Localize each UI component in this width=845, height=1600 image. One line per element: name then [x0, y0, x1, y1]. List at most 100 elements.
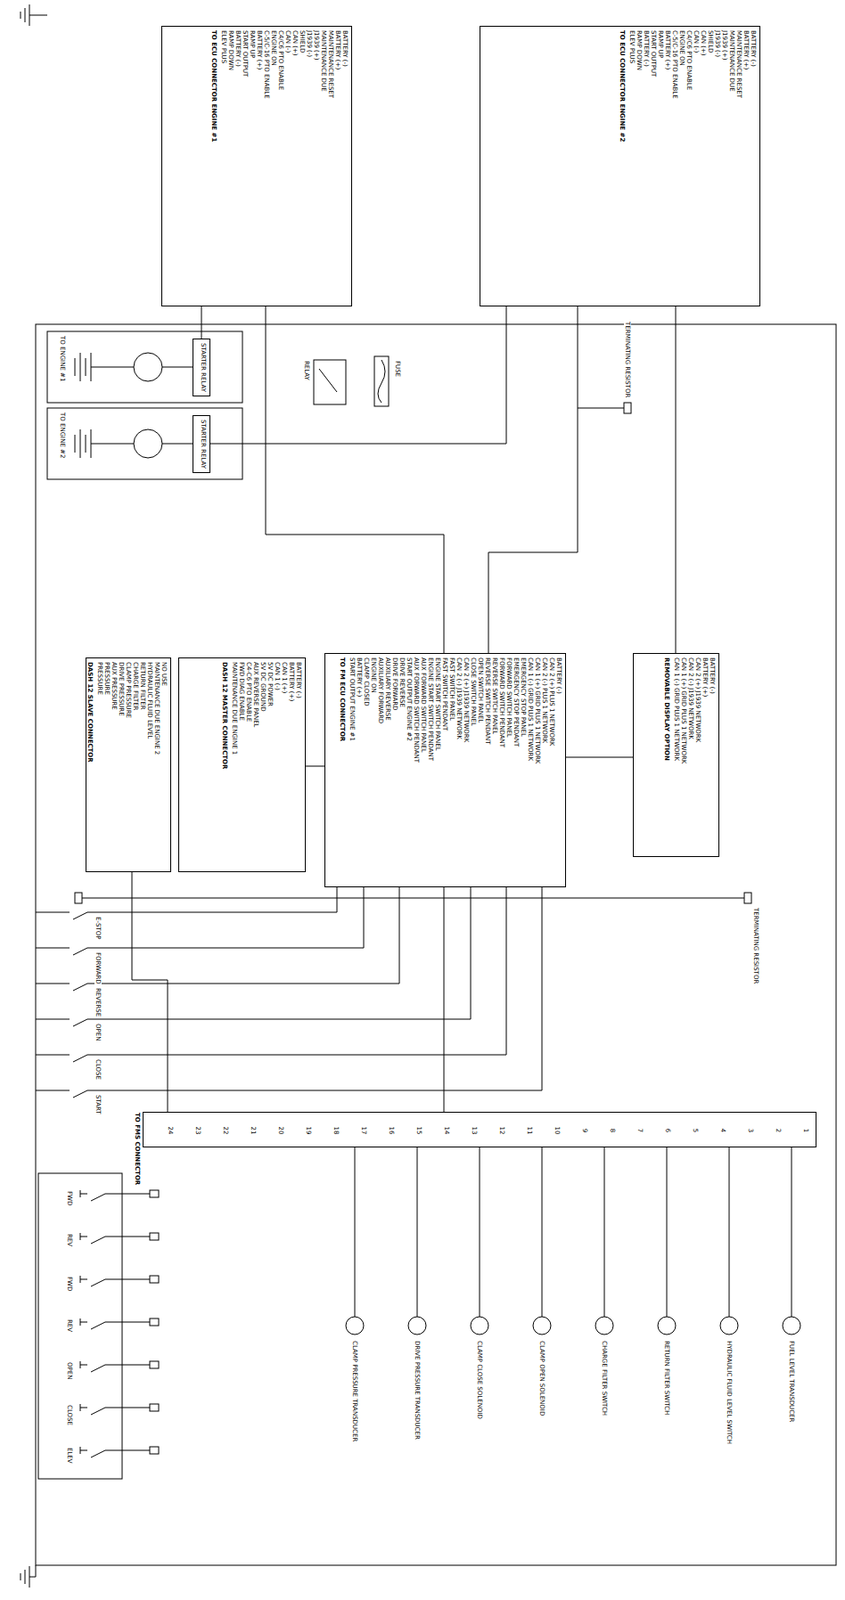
- pin-label: C-5/C-16 PTO ENABLE: [671, 30, 679, 99]
- pin-label: MAINTENANCE DUE ENGINE 1: [230, 662, 238, 755]
- engine-starter: [47, 331, 243, 403]
- pin-label: FWD DIAG ENABLE: [237, 662, 246, 722]
- connector-title: REMOVABLE DISPLAY OPTION: [663, 657, 671, 762]
- pin-label: MAINTENANCE DUE: [728, 30, 736, 92]
- wire-connector: [675, 306, 677, 654]
- pin-label: CAN 1 (-): [273, 662, 281, 691]
- relay-box: STARTER RELAY: [192, 338, 211, 397]
- switch-label: START: [94, 1094, 102, 1116]
- pin-label: EMERGENCY STOP PANEL: [519, 657, 527, 738]
- pin-label: BATTERY (+): [355, 657, 363, 698]
- switch-label: CLOSE: [94, 1058, 102, 1082]
- pin-label: 5V DC GROUND: [259, 662, 267, 713]
- pin-label: ENGINE ON: [678, 30, 686, 66]
- pin-number: 1: [802, 1115, 810, 1147]
- pin-label: CAN (-): [284, 30, 292, 53]
- pin-label: RETURN FILTER: [139, 662, 147, 711]
- wire-connector: [201, 306, 203, 339]
- pin-number: 21: [249, 1115, 257, 1147]
- pin-label: CAN 2 (-) J1939 NETWORK: [455, 657, 463, 740]
- pin-label: HYDRAULIC FLUID LEVEL: [146, 662, 154, 739]
- can-bus: [74, 402, 752, 904]
- switch-label: ELEV: [65, 1447, 74, 1466]
- pin-label: CAN 2 (+) J1939 NETWORK: [462, 657, 470, 743]
- pin-label: C4-C6 PTO ENABLE: [245, 662, 253, 722]
- pin-label: RAMP UP: [248, 30, 256, 58]
- wire-connector: [566, 757, 633, 759]
- pin-label: RAMP UP: [656, 30, 665, 58]
- pin-label: CHARGE FILTER: [131, 662, 140, 711]
- wire-connector: [488, 306, 578, 654]
- pin-label: J1939 (-): [305, 30, 313, 58]
- relay-box: STARTER RELAY: [192, 415, 211, 474]
- pin-label: AUX REVERSE PANEL: [252, 662, 260, 729]
- pin-label: REVERSE SWITCH PANEL: [491, 657, 499, 735]
- switch-label: OPEN: [65, 1361, 74, 1381]
- pin-label: CLAMP PRESSURE: [124, 662, 132, 719]
- switch-wires: [35, 887, 542, 1099]
- pin-label: CAN 2 (-) J1939 NETWORK: [687, 657, 695, 740]
- pin-label: FORWARD SWITCH PENDANT: [498, 657, 506, 748]
- pin-number: 19: [304, 1115, 312, 1147]
- pin-label: BATTERY (+): [334, 30, 342, 70]
- connector-box: BATTERY (-)BATTERY (+)MAINTENANCE RESETM…: [161, 25, 353, 307]
- pin-label: AUX FORWARD SWITCH PANEL: [419, 657, 427, 754]
- pin-label: BATTERY (-): [555, 657, 563, 695]
- sensor-label: CLAMP CLOSE SOLENOID: [475, 1340, 484, 1421]
- pin-label: SHIELD: [706, 30, 714, 53]
- part-label: FUSE: [393, 360, 402, 378]
- pin-number: 17: [360, 1115, 368, 1147]
- pin-label: BATTERY (-): [234, 30, 242, 67]
- pin-label: AUXILIARY FORWARD: [377, 657, 385, 724]
- pin-number: 5: [691, 1115, 699, 1147]
- sensor-wires: [345, 1148, 801, 1336]
- pin-label: START OUTPUT: [241, 30, 249, 77]
- pin-label: MAINTENANCE DUE: [319, 30, 328, 92]
- pin-number: 2: [774, 1115, 782, 1147]
- switch-label: E-STOP: [94, 916, 102, 941]
- pin-label: CAN 1 (-) GRID PLUS 1 NETWORK: [526, 657, 534, 762]
- part-label: TERMINATING RESISTOR: [752, 907, 760, 985]
- pin-label: BATTERY (+): [255, 30, 263, 70]
- pin-label: ENGINE START SWITCH PENDANT: [426, 657, 435, 762]
- pin-label: AUXILIARY REVERSE: [384, 657, 392, 722]
- sensor-label: CHARGE FILTER SWITCH: [600, 1340, 608, 1418]
- engine-label: TO ENGINE #2: [58, 411, 66, 460]
- harness-frame: [35, 324, 837, 1567]
- pin-label: CAN (+): [699, 30, 707, 56]
- ground-symbol: [20, 1566, 36, 1589]
- pin-number: 9: [581, 1115, 589, 1147]
- pin-number: 16: [387, 1115, 395, 1147]
- connector-box: BATTERY (-)CAN 2 (+) PLUS 1 NETWORKCAN 2…: [324, 653, 567, 888]
- pin-label: FAST SWITCH PENDANT: [441, 657, 449, 731]
- wire-connector: [131, 872, 168, 1113]
- pin-number: 11: [525, 1115, 534, 1147]
- pin-label: ELEV PLUS: [220, 30, 228, 64]
- pin-label: BATTERY (-): [295, 662, 303, 699]
- pin-label: J1939 (+): [721, 30, 729, 60]
- pin-number: 12: [498, 1115, 506, 1147]
- switch-label: OPEN: [94, 1023, 102, 1042]
- sensor-label: DRIVE PRESSURE TRANSDUCER: [413, 1340, 421, 1442]
- pin-label: MAINTENANCE RESET: [327, 30, 335, 99]
- wire-connector: [443, 887, 445, 1113]
- pin-label: BATTERY (-): [708, 657, 716, 695]
- pin-label: REVERSE SWITCH PENDANT: [484, 657, 492, 746]
- pin-label: DRIVE FORWARD: [391, 657, 399, 711]
- connector-strip: TO FMS CONNECTOR: [142, 1112, 817, 1149]
- pin-number: 18: [332, 1115, 340, 1147]
- pin-label: CAN 2 (+) PLUS 1 NETWORK: [548, 657, 556, 747]
- pin-label: BATTERY (-): [749, 30, 757, 67]
- pin-label: CLAMP CLOSED: [362, 657, 370, 707]
- pin-label: CAN 2 (-) PLUS 1 NETWORK: [541, 657, 549, 744]
- sensor-label: HYDRAULIC FLUID LEVEL SWITCH: [725, 1340, 733, 1446]
- wire-connector: [210, 306, 507, 444]
- pendant-box: [38, 1173, 159, 1480]
- pin-label: DRIVE PRESSURE: [117, 662, 125, 717]
- switch-label: CLOSE: [65, 1404, 74, 1428]
- pin-number: 4: [719, 1115, 727, 1147]
- pin-label: CLOSE SWITCH PANEL: [469, 657, 477, 727]
- pin-label: PRESSURE: [96, 662, 104, 696]
- pin-number: 23: [194, 1115, 202, 1147]
- ground-symbol: [20, 4, 48, 26]
